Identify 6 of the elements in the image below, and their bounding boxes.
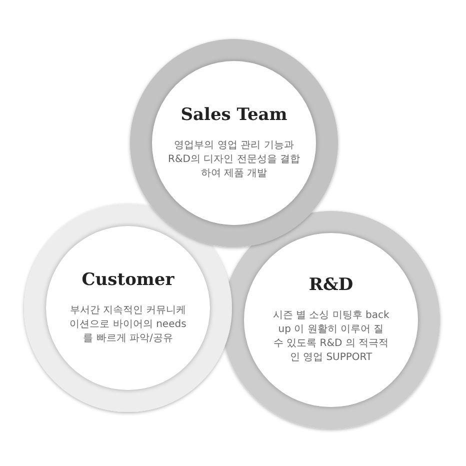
- description-text: 부서간 지속적인 커뮤니케이션으로 바이어의 needs 를 빠르게 파악/공유: [68, 304, 188, 346]
- circle-heading: Customer: [82, 270, 174, 292]
- circle-heading: Sales Team: [180, 105, 288, 127]
- circle-heading: R&D: [308, 275, 354, 297]
- description-text: 영업부의 영업 관리 기능과 R&D의 디자인 전문성을 결합하여 제품 개발: [168, 138, 300, 181]
- description-text: 시즌 별 소싱 미팅후 back up 이 원활히 이루어 질 수 있도록 R&D 의 적극적인 영업 SUPPORT: [272, 308, 390, 365]
